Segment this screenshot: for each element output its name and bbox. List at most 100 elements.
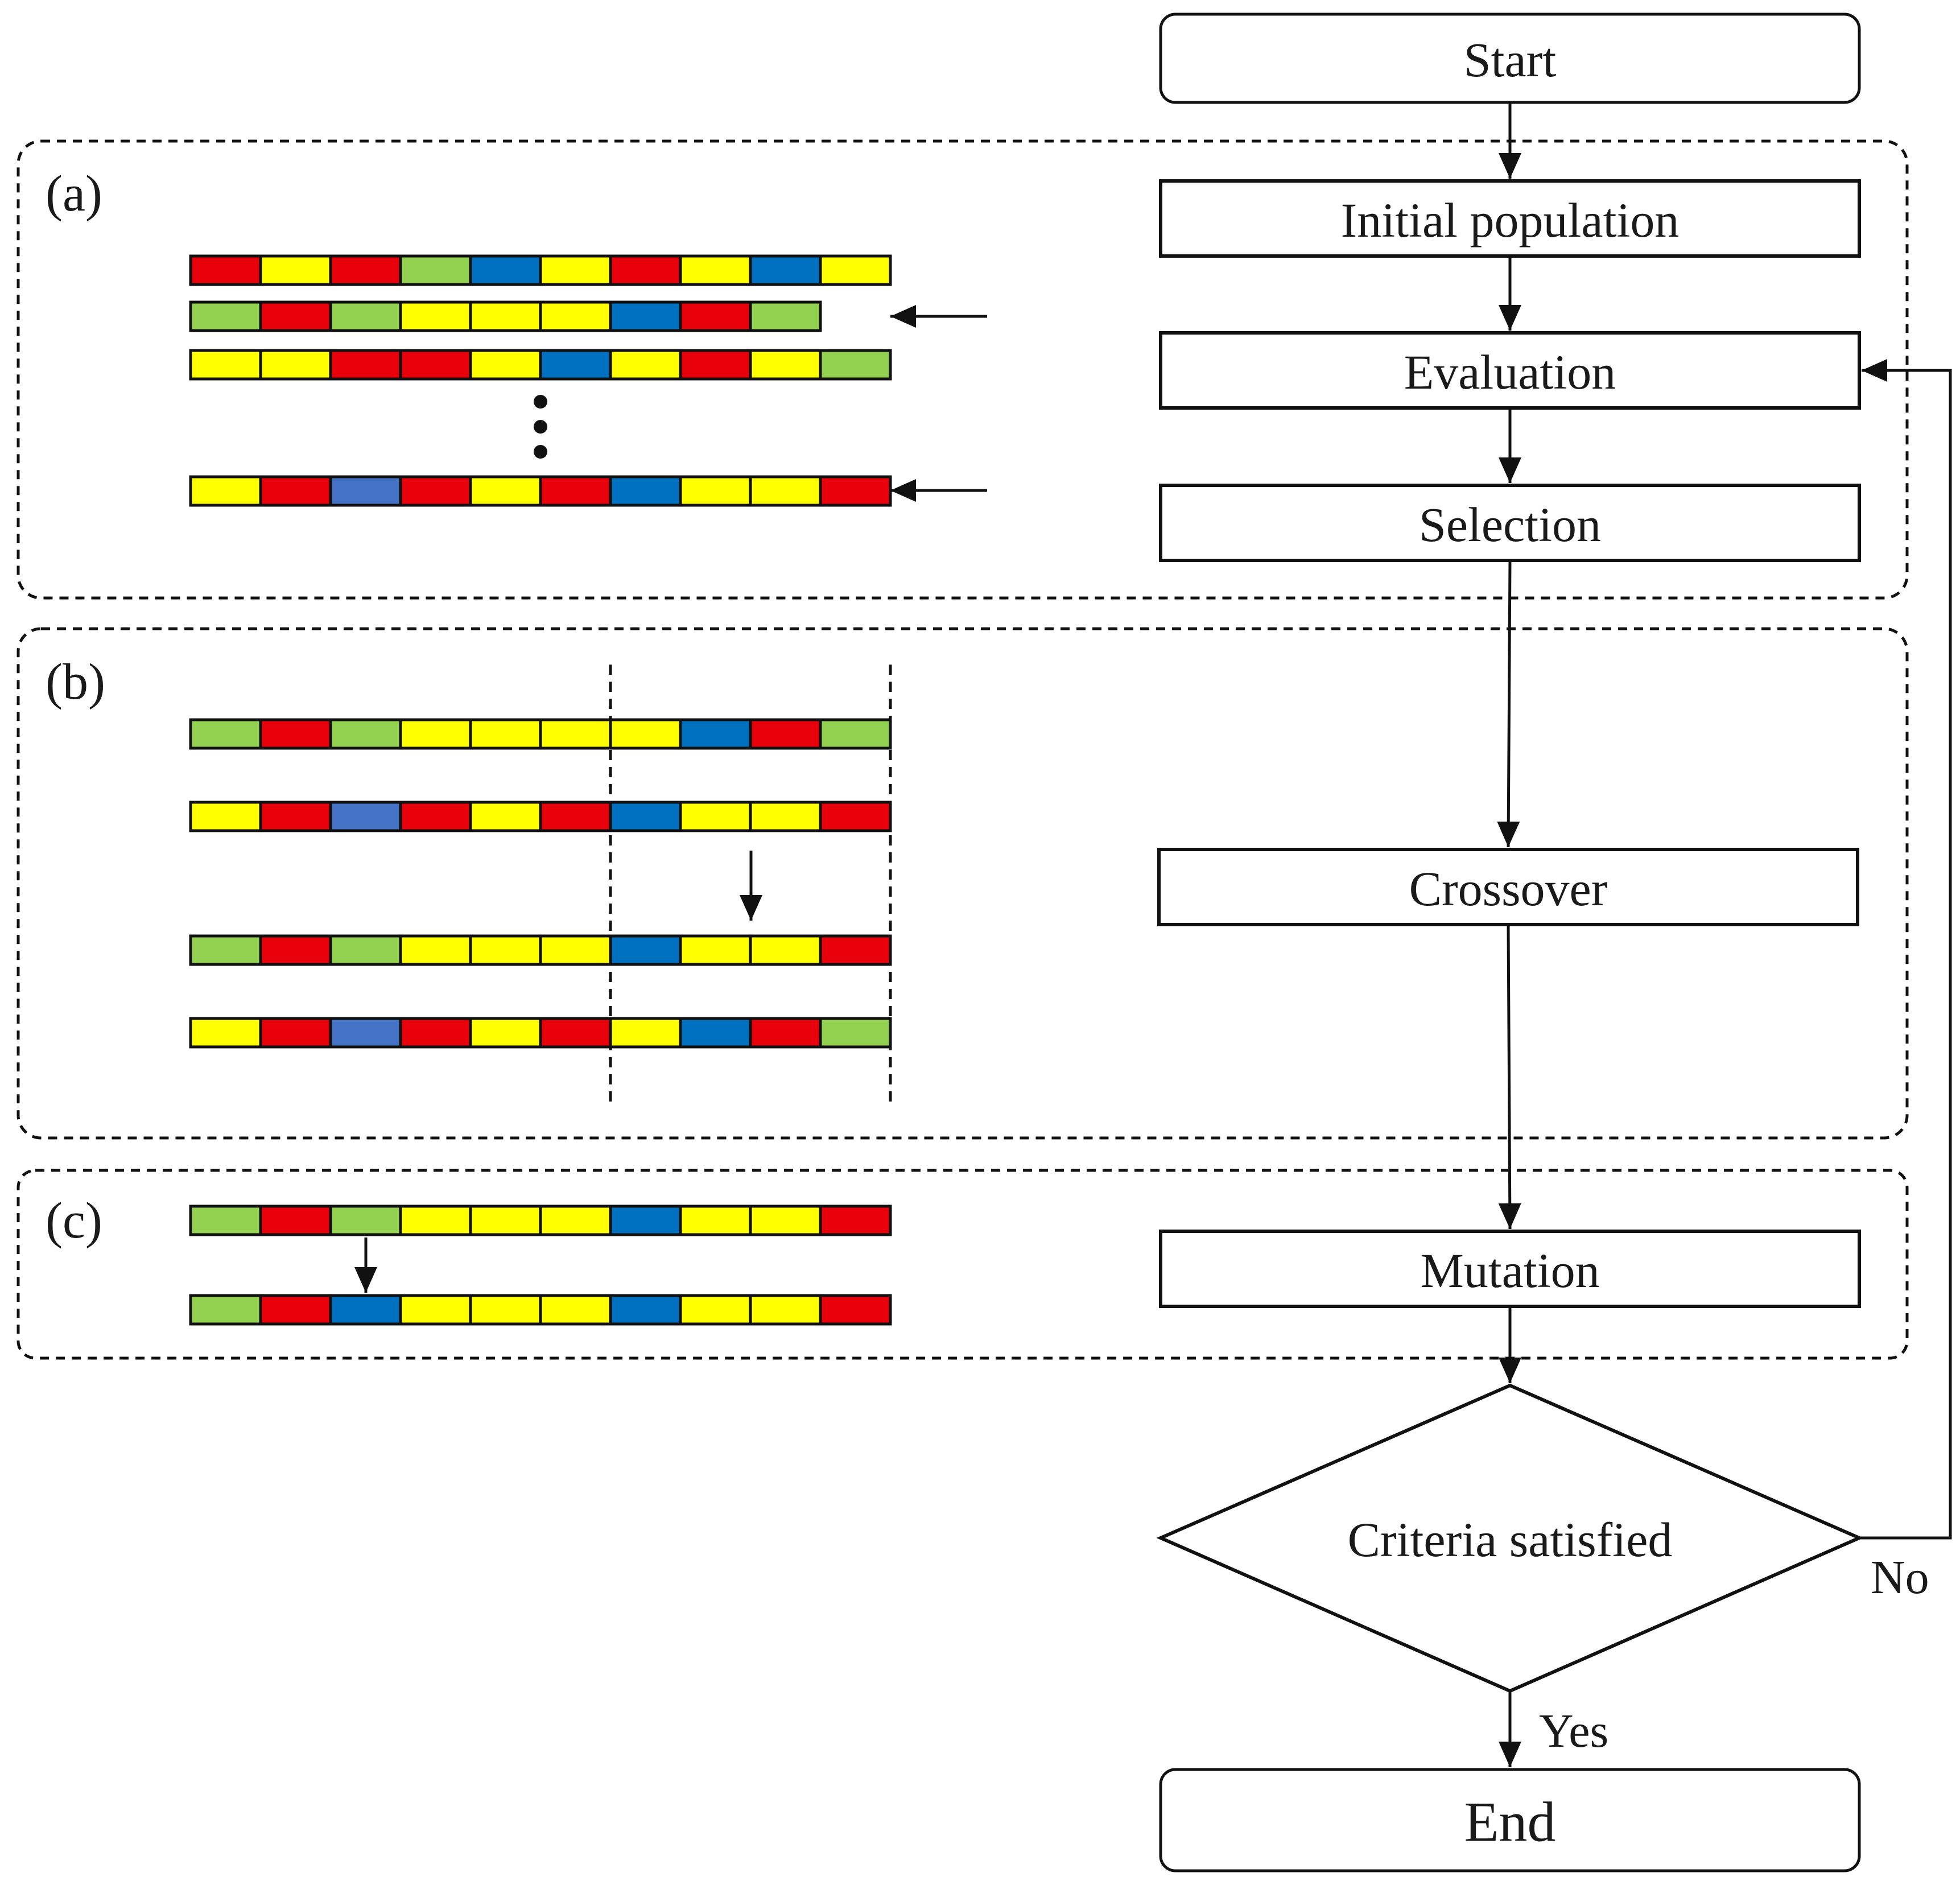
gene-cell (259, 1017, 332, 1049)
gene-cell (189, 300, 262, 332)
gene-cell (259, 349, 332, 381)
gene-cell (399, 801, 472, 832)
offspring-chromosome (189, 934, 892, 966)
end-node (1159, 1768, 1861, 1872)
offspring-chromosome (189, 1017, 892, 1049)
gene-cell (819, 718, 892, 750)
gene-cell (259, 934, 332, 966)
gene-cell (819, 801, 892, 832)
gene-cell (609, 475, 682, 507)
gene-cell (679, 300, 752, 332)
criteria-decision-label: Criteria satisfied (1348, 1512, 1673, 1567)
gene-cell (609, 349, 682, 381)
gene-cell (259, 254, 332, 286)
post-mutation-chromosome (189, 1294, 892, 1326)
panel-a-label: (a) (46, 166, 102, 222)
gene-cell (679, 1205, 752, 1236)
gene-cell (469, 475, 542, 507)
gene-cell (469, 254, 542, 286)
mutation-label: Mutation (1420, 1243, 1599, 1298)
gene-cell (189, 1294, 262, 1326)
gene-cell (399, 300, 472, 332)
gene-cell (469, 1294, 542, 1326)
population-chromosome (189, 254, 892, 286)
gene-cell (329, 300, 402, 332)
gene-cell (609, 1205, 682, 1236)
gene-cell (329, 718, 402, 750)
gene-cell (539, 349, 612, 381)
no-label: No (1871, 1551, 1929, 1604)
gene-cell (469, 801, 542, 832)
gene-cell (399, 254, 472, 286)
gene-cell (329, 934, 402, 966)
parent-chromosome (189, 801, 892, 832)
gene-cell (609, 300, 682, 332)
gene-cell (329, 1017, 402, 1049)
gene-cell (539, 254, 612, 286)
end-label: End (1464, 1791, 1555, 1854)
gene-cell (259, 475, 332, 507)
gene-cell (399, 1017, 472, 1049)
gene-cell (749, 1205, 822, 1236)
initial-population-label: Initial population (1341, 193, 1680, 248)
gene-cell (329, 801, 402, 832)
yes-label: Yes (1539, 1705, 1608, 1758)
gene-cell (259, 801, 332, 832)
connector-no-loop-to-evaluation (1859, 359, 1952, 1540)
gene-cell (679, 349, 752, 381)
gene-cell (609, 1017, 682, 1049)
gene-cell (679, 718, 752, 750)
gene-cell (469, 300, 542, 332)
ellipsis-dot (534, 445, 547, 459)
gene-cell (469, 718, 542, 750)
gene-cell (469, 934, 542, 966)
gene-cell (819, 254, 892, 286)
gene-cell (609, 1294, 682, 1326)
gene-cell (259, 300, 332, 332)
population-chromosome (189, 300, 822, 332)
gene-cell (189, 934, 262, 966)
gene-cell (749, 934, 822, 966)
evaluation-label: Evaluation (1404, 345, 1616, 399)
panel-b-chromosomes (189, 718, 892, 1049)
gene-cell (329, 349, 402, 381)
panel-c-frame (16, 1169, 1909, 1360)
gene-cell (329, 254, 402, 286)
gene-cell (819, 1205, 892, 1236)
gene-cell (189, 254, 262, 286)
gene-cell (749, 801, 822, 832)
panel-b-label: (b) (46, 654, 105, 710)
gene-cell (609, 718, 682, 750)
parent-chromosome (189, 718, 892, 750)
gene-cell (189, 349, 262, 381)
gene-cell (679, 934, 752, 966)
gene-cell (469, 349, 542, 381)
gene-cell (189, 1017, 262, 1049)
gene-cell (609, 254, 682, 286)
gene-cell (469, 1017, 542, 1049)
ellipsis-dot (534, 395, 547, 409)
crossover-label: Crossover (1409, 861, 1608, 916)
gene-cell (679, 475, 752, 507)
start-label: Start (1464, 32, 1557, 87)
gene-cell (189, 475, 262, 507)
gene-cell (539, 300, 612, 332)
gene-cell (189, 1205, 262, 1236)
gene-cell (399, 934, 472, 966)
gene-cell (749, 718, 822, 750)
crossover-node (1157, 848, 1859, 926)
connector-crossover-to-mutation (1498, 924, 1521, 1230)
gene-cell (399, 1205, 472, 1236)
population-chromosome (189, 475, 892, 507)
panel-c-chromosomes (189, 1205, 892, 1326)
gene-cell (749, 300, 822, 332)
panel-a-chromosomes (189, 254, 892, 507)
gene-cell (679, 801, 752, 832)
gene-cell (819, 934, 892, 966)
gene-cell (819, 475, 892, 507)
panel-c-label: (c) (46, 1193, 102, 1249)
gene-cell (539, 1017, 612, 1049)
gene-cell (399, 475, 472, 507)
gene-cell (329, 1294, 402, 1326)
